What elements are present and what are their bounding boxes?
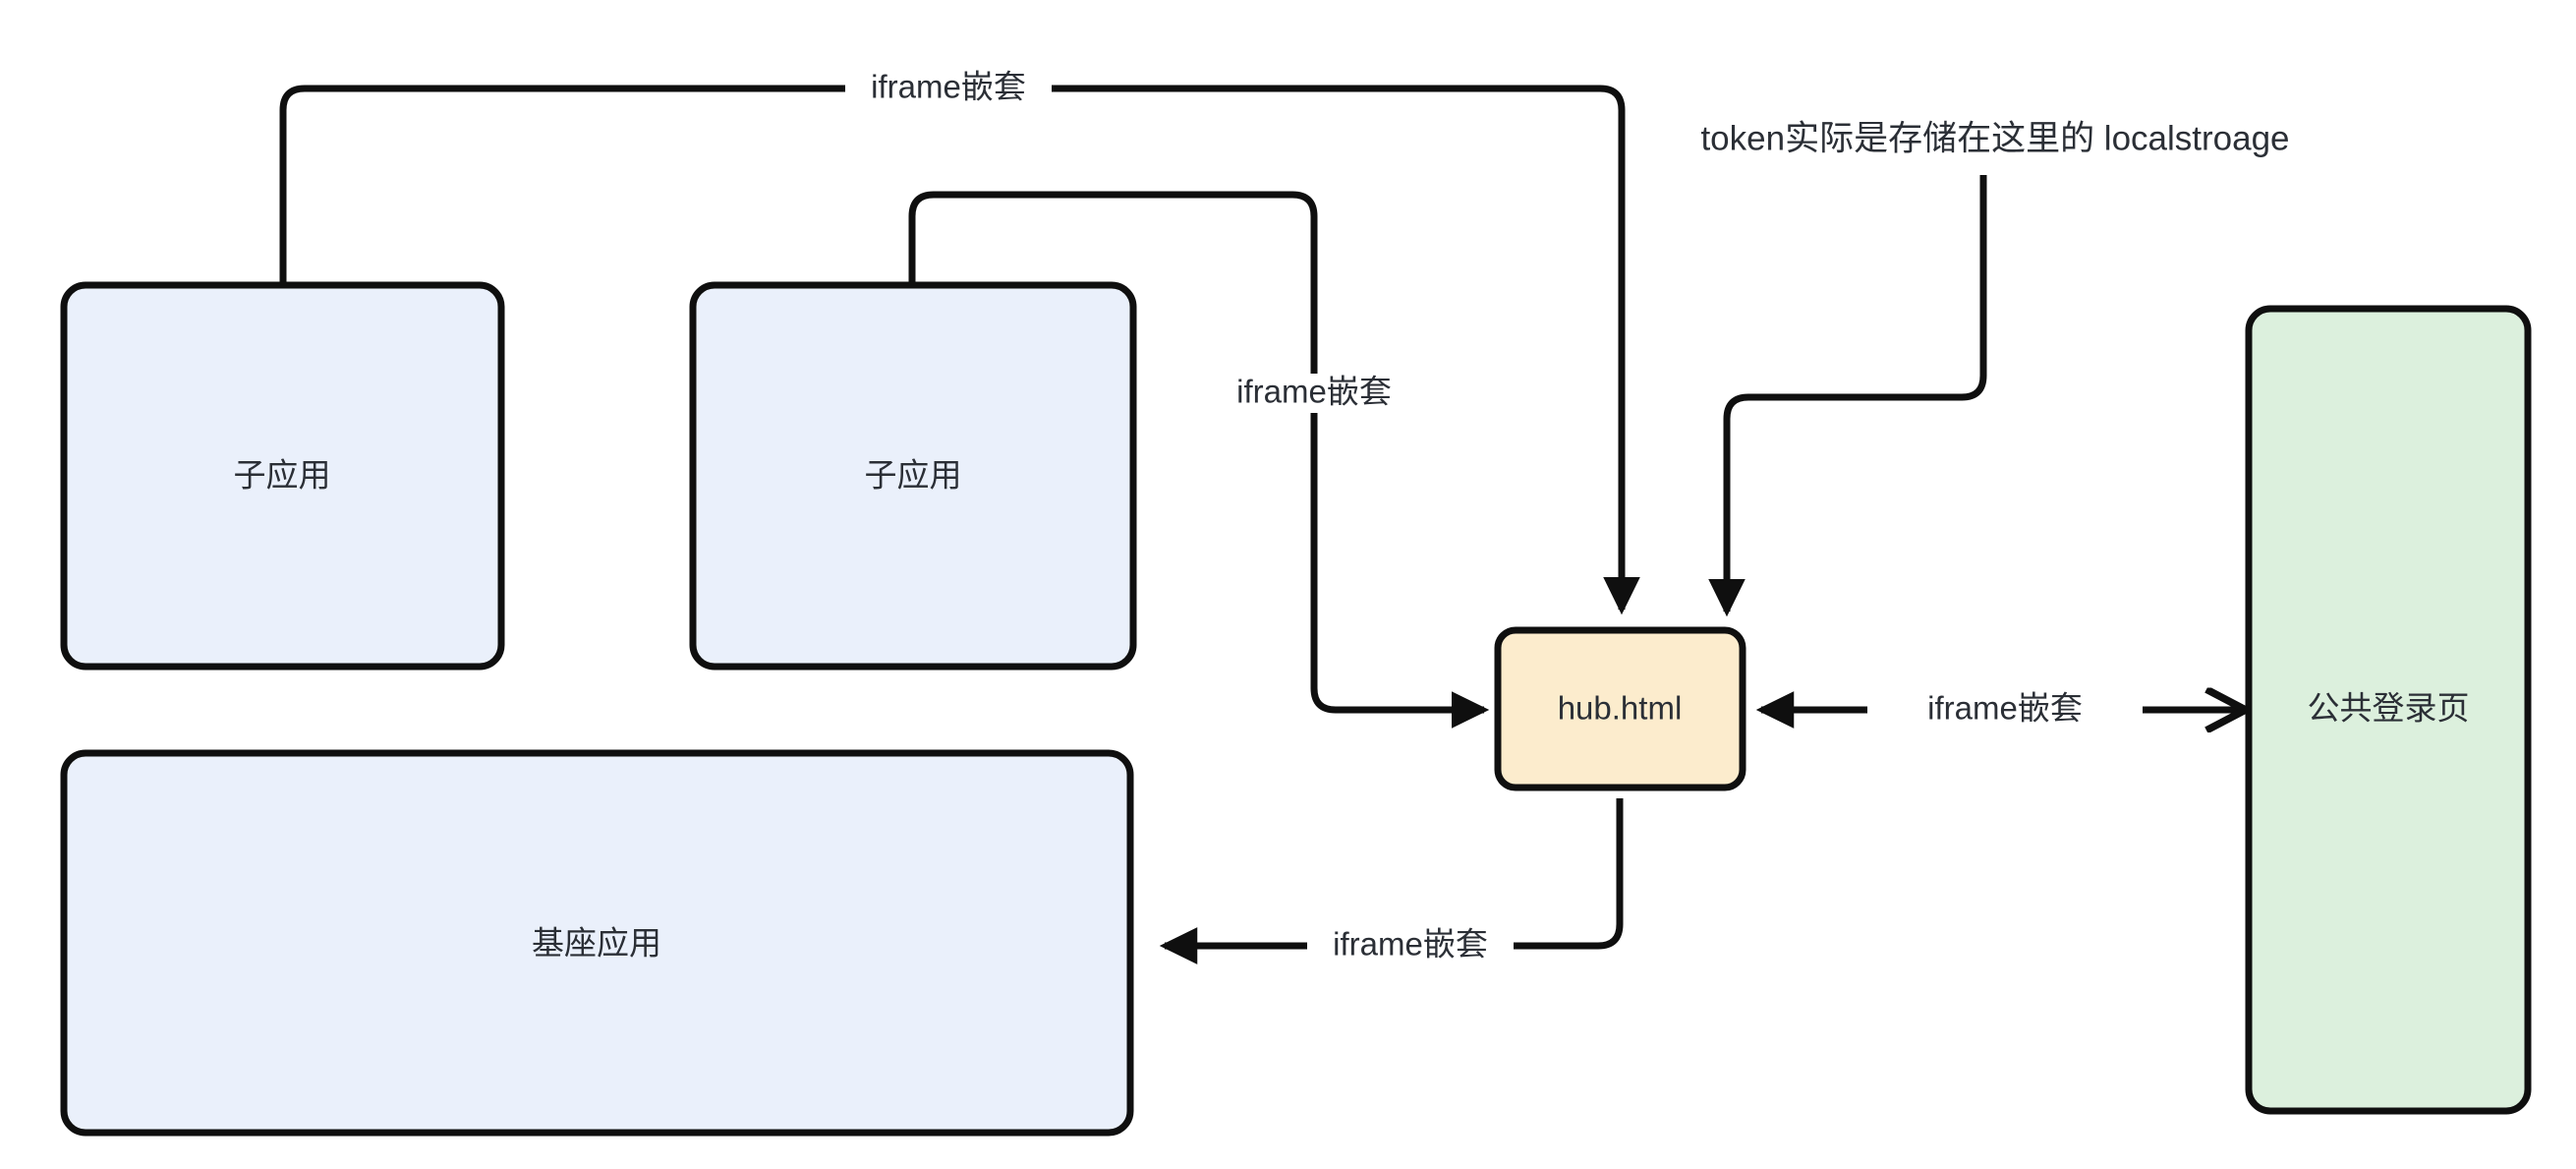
edge-label-hub-to-base-app: iframe嵌套 <box>1307 926 1514 965</box>
annotation-token-note: token实际是存储在这里的 localstroage <box>1700 119 2289 157</box>
sub-app-1-label: 子应用 <box>234 457 331 494</box>
node-login-page[interactable]: 公共登录页 <box>2245 305 2532 1115</box>
node-sub-app-1[interactable]: 子应用 <box>60 281 505 671</box>
edge-label-hub-login: iframe嵌套 <box>1902 690 2108 730</box>
node-hub[interactable]: hub.html <box>1494 626 1746 791</box>
token-note-label: token实际是存储在这里的 localstroage <box>1700 119 2289 157</box>
edge-label-sub-app-1-text: iframe嵌套 <box>871 69 1026 105</box>
edge-label-hub-to-base-text: iframe嵌套 <box>1333 926 1488 963</box>
node-base-app[interactable]: 基座应用 <box>60 749 1134 1137</box>
node-sub-app-2[interactable]: 子应用 <box>689 281 1137 671</box>
hub-label: hub.html <box>1558 690 1683 727</box>
sub-app-2-label: 子应用 <box>865 457 962 494</box>
edge-token-note-to-hub <box>1708 175 1987 617</box>
sub-app-1-box[interactable] <box>60 281 505 671</box>
edge-label-hub-login-text: iframe嵌套 <box>1927 690 2083 727</box>
edge-label-sub-app-1-to-hub: iframe嵌套 <box>845 69 1052 108</box>
base-app-box[interactable] <box>60 749 1134 1137</box>
edge-hub-to-base-app <box>1159 798 1624 964</box>
hub-box[interactable] <box>1494 626 1746 791</box>
sub-app-2-box[interactable] <box>689 281 1137 671</box>
base-app-label: 基座应用 <box>532 925 661 962</box>
edge-label-sub-app-2-to-hub: iframe嵌套 <box>1211 374 1417 413</box>
login-page-label: 公共登录页 <box>2308 690 2470 727</box>
login-page-box[interactable] <box>2245 305 2532 1115</box>
edge-sub-app-2-to-hub <box>908 191 1490 729</box>
edge-label-sub-app-2-text: iframe嵌套 <box>1236 374 1392 410</box>
